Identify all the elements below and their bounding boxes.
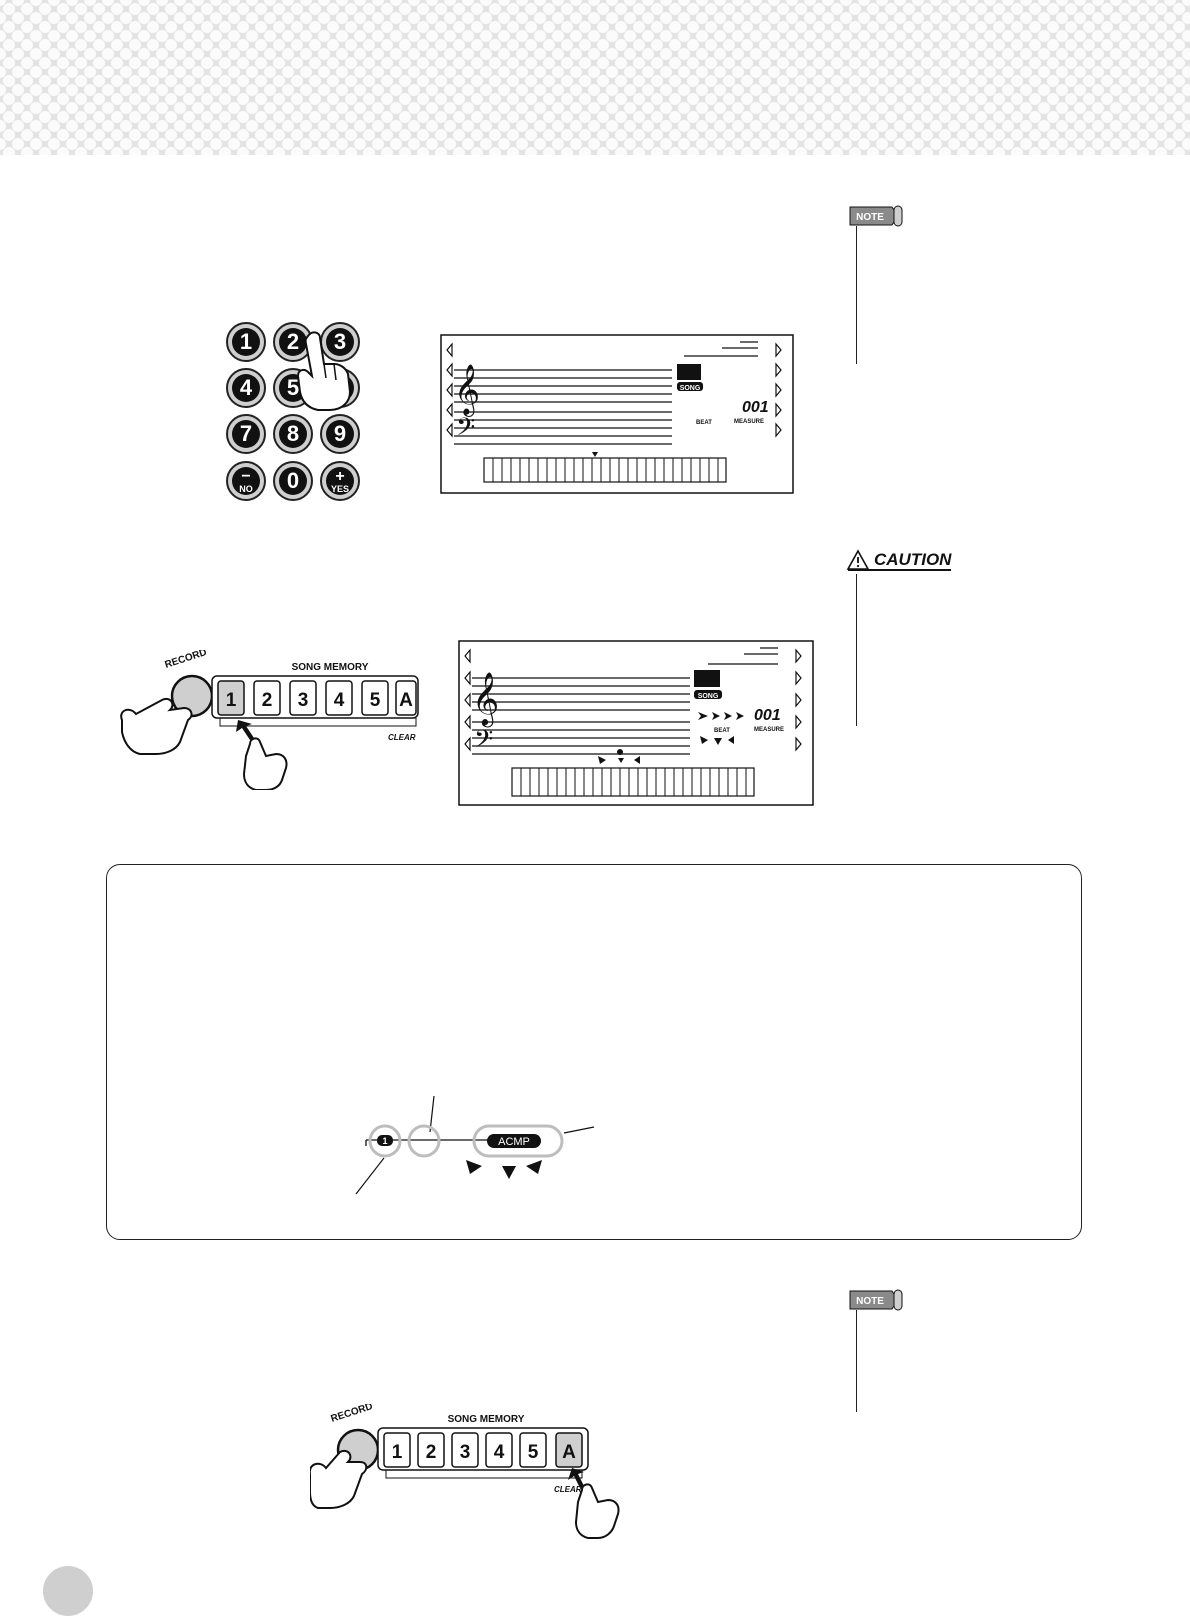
song-memory-button-2b: 2 — [426, 1442, 437, 1463]
keypad-key-9[interactable]: 9 — [320, 414, 360, 454]
song-memory-button-4b: 4 — [494, 1442, 505, 1463]
record-label-1: RECORD — [164, 650, 209, 671]
keypad-key-8[interactable]: 8 — [273, 414, 313, 454]
svg-text:𝄢: 𝄢 — [456, 414, 475, 447]
note-tag-1: NOTE — [848, 204, 908, 228]
lcd-display-1: 𝄞 𝄢 SONG 001 BEAT MEASURE — [440, 334, 794, 494]
lcd2-measure-label: MEASURE — [754, 727, 784, 733]
song-memory-button-5b: 5 — [528, 1442, 539, 1463]
song-memory-button-3: 3 — [298, 690, 309, 711]
keypad-key-4[interactable]: 4 — [226, 368, 266, 408]
note-tag-label-1: NOTE — [856, 212, 884, 223]
track-indicator-diagram: 1 ACMP — [340, 1088, 620, 1208]
caution-rule — [856, 574, 857, 726]
lcd-measure-label: MEASURE — [734, 419, 764, 425]
lcd-display-2: 𝄞 𝄢 SONG 001 BEAT MEASURE — [458, 640, 814, 806]
song-memory-button-ab: A — [562, 1442, 576, 1463]
lcd2-song-badge: SONG — [698, 693, 719, 700]
svg-text:𝄞: 𝄞 — [454, 365, 480, 417]
note-tag-label-2: NOTE — [856, 1296, 884, 1307]
song-memory-title-2: SONG MEMORY — [448, 1414, 525, 1425]
pressing-finger-icon — [244, 738, 287, 790]
track-number-badge: 1 — [382, 1136, 387, 1146]
lcd2-beat-label: BEAT — [714, 728, 730, 734]
note-rule-2 — [856, 1310, 857, 1412]
lcd-beat-label: BEAT — [696, 420, 712, 426]
header-pattern-band — [0, 0, 1190, 155]
lcd2-measure-value: 001 — [754, 707, 781, 724]
lcd-measure-value: 001 — [742, 399, 769, 416]
song-memory-button-a: A — [399, 690, 413, 711]
song-memory-button-5: 5 — [370, 690, 381, 711]
clear-label-2: CLEAR — [554, 1485, 582, 1494]
keypad-key-1[interactable]: 1 — [226, 322, 266, 362]
note-rule-1 — [856, 226, 857, 364]
song-memory-button-3b: 3 — [460, 1442, 471, 1463]
pointing-hand-icon — [294, 330, 364, 412]
numeric-keypad: 1 2 3 4 5 6 7 8 9 −NO 0 +YES — [226, 322, 366, 502]
svg-text:𝄞: 𝄞 — [472, 672, 499, 727]
song-memory-panel-2: RECORD SONG MEMORY 1 2 3 4 5 A CLEAR — [310, 1404, 640, 1546]
lcd-song-badge: SONG — [680, 385, 701, 392]
song-memory-button-2: 2 — [262, 690, 273, 711]
arrow-pointer-icon — [236, 720, 254, 740]
page-number-badge — [43, 1566, 93, 1616]
keypad-key-no[interactable]: −NO — [226, 461, 266, 501]
song-memory-panel-1: RECORD SONG MEMORY 1 2 3 4 5 A CLEAR — [100, 650, 430, 790]
caution-heading: CAUTION — [848, 551, 951, 571]
song-memory-button-1b: 1 — [392, 1442, 403, 1463]
pressing-finger-icon-2 — [576, 1484, 619, 1538]
svg-text:𝄢: 𝄢 — [474, 726, 493, 759]
keypad-key-yes[interactable]: +YES — [320, 461, 360, 501]
keypad-key-7[interactable]: 7 — [226, 414, 266, 454]
acmp-badge: ACMP — [498, 1136, 530, 1148]
lcd-keyboard-2 — [512, 768, 754, 796]
keypad-key-0[interactable]: 0 — [273, 461, 313, 501]
lcd-keyboard-1 — [484, 458, 726, 482]
song-memory-button-1: 1 — [226, 690, 237, 711]
song-memory-title-1: SONG MEMORY — [292, 662, 369, 673]
note-tag-2: NOTE — [848, 1288, 908, 1312]
song-memory-button-4: 4 — [334, 690, 345, 711]
record-label-2: RECORD — [330, 1404, 375, 1425]
clear-label-1: CLEAR — [388, 733, 416, 742]
